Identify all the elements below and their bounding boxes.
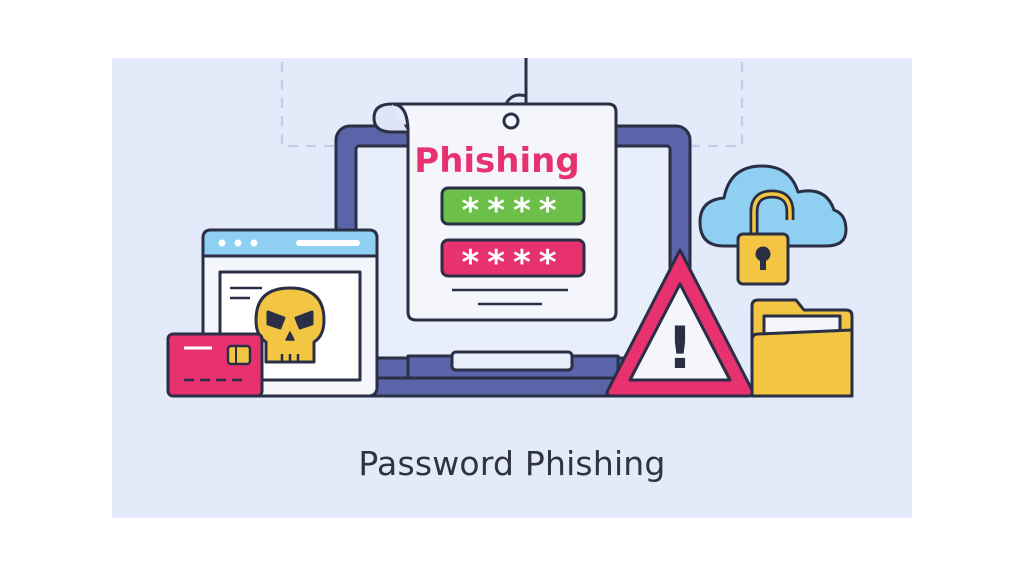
password-mask-2: ****	[461, 243, 564, 283]
illustration-caption: Password Phishing	[358, 444, 666, 483]
dashed-frame-lines	[280, 62, 744, 148]
cloud-icon	[698, 164, 848, 248]
warning-triangle-icon: !	[605, 248, 755, 398]
skull-icon	[254, 286, 326, 364]
folder-icon	[750, 298, 854, 398]
password-mask-1: ****	[461, 191, 564, 231]
password-field-pink: ****	[440, 238, 586, 283]
password-field-green: ****	[440, 186, 586, 231]
fishing-hook-icon	[502, 93, 527, 130]
credit-card-icon	[166, 332, 264, 398]
warning-exclamation: !	[667, 314, 693, 382]
paper-heading: Phishing	[414, 141, 579, 181]
unlocked-padlock-icon	[736, 189, 795, 286]
